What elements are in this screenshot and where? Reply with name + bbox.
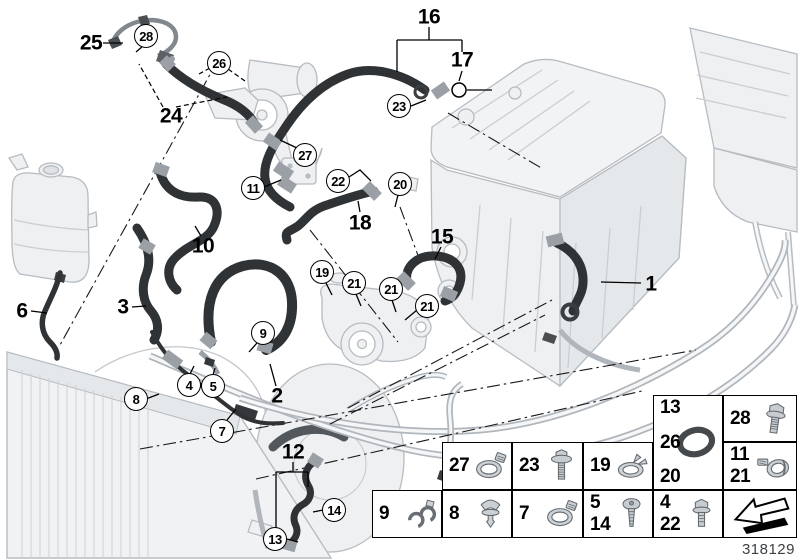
legend-part-number: 4 <box>660 492 671 513</box>
legend-part-number: 27 <box>449 455 470 477</box>
callout-11[interactable]: 11 <box>241 176 265 200</box>
legend-part-number: 5 <box>590 492 601 513</box>
legend-part-number: 8 <box>449 503 460 525</box>
callout-7[interactable]: 7 <box>210 419 234 443</box>
callout-4[interactable]: 4 <box>177 373 201 397</box>
catalog-number: 318129 <box>741 541 795 558</box>
hose-18 <box>281 186 379 245</box>
engine-block <box>401 58 687 388</box>
legend-part-number: 23 <box>519 455 540 477</box>
callout-10[interactable]: 10 <box>191 234 215 258</box>
callout-3[interactable]: 3 <box>117 295 129 319</box>
callout-25[interactable]: 25 <box>79 31 103 55</box>
radiator <box>6 346 405 559</box>
legend-part-numbers: 23 <box>519 445 540 487</box>
callout-8[interactable]: 8 <box>124 387 148 411</box>
legend-part-numbers: 13 26 20 <box>660 397 681 488</box>
callout-20[interactable]: 20 <box>388 172 412 196</box>
worm-clamp-angled-icon <box>757 447 794 485</box>
leader-lines <box>30 27 642 543</box>
callout-15[interactable]: 15 <box>430 225 454 249</box>
pan-screw-icon <box>613 495 650 533</box>
coolant-pump <box>320 272 432 366</box>
legend-part-number: 14 <box>590 514 611 536</box>
callout-2[interactable]: 2 <box>271 384 283 408</box>
flange-bolt-icon <box>757 400 794 438</box>
heater-module <box>689 27 798 309</box>
legend-part-numbers: 28 <box>730 398 751 439</box>
legend-part-numbers: 9 <box>379 493 390 535</box>
legend-part-number: 9 <box>379 503 390 525</box>
callout-13[interactable]: 13 <box>263 527 287 551</box>
screw-washer-icon <box>543 447 580 485</box>
hose-2 <box>203 259 298 355</box>
callout-27[interactable]: 27 <box>293 143 317 167</box>
worm-clamp-icon <box>543 495 580 533</box>
hose-10 <box>155 167 222 295</box>
legend-cell-28[interactable]: 28 <box>723 395 797 442</box>
legend-part-numbers: 19 <box>590 445 611 487</box>
legend-part-number: 22 <box>660 514 681 536</box>
callout-28[interactable]: 28 <box>134 24 158 48</box>
callout-5[interactable]: 5 <box>201 374 225 398</box>
direction-arrow-icon <box>730 494 792 534</box>
callout-9[interactable]: 9 <box>251 321 275 345</box>
hose-collars <box>138 55 565 553</box>
callout-6[interactable]: 6 <box>16 299 28 323</box>
legend-part-number: 7 <box>519 503 530 525</box>
legend-part-number: 21 <box>730 466 751 488</box>
callout-23[interactable]: 23 <box>387 94 411 118</box>
legend-cell-19[interactable]: 19 <box>583 442 653 490</box>
legend-part-numbers: 27 <box>449 445 470 487</box>
callout-12[interactable]: 12 <box>281 440 305 464</box>
callout-26[interactable]: 26 <box>207 51 231 75</box>
callout-17[interactable]: 17 <box>450 48 474 72</box>
legend-part-number: 26 <box>660 431 681 453</box>
legend-cell-13-26-20[interactable]: 13 26 20 <box>653 395 723 490</box>
hose-24 <box>161 59 261 131</box>
legend-cell-8[interactable]: 8 <box>442 490 512 538</box>
pipe-clip-icon <box>402 495 439 533</box>
legend-part-number: 13 <box>660 397 681 418</box>
hose-fittings <box>204 84 580 367</box>
hose-1 <box>552 238 588 316</box>
callout-24[interactable]: 24 <box>159 104 183 128</box>
expansion-tank <box>7 153 98 283</box>
legend-part-number: 20 <box>660 466 681 488</box>
callout-21[interactable]: 21 <box>379 277 403 301</box>
callout-18[interactable]: 18 <box>348 211 372 235</box>
callout-22[interactable]: 22 <box>326 169 350 193</box>
callout-21[interactable]: 21 <box>342 271 366 295</box>
callout-19[interactable]: 19 <box>310 260 334 284</box>
callout-21[interactable]: 21 <box>415 294 439 318</box>
callout-14[interactable]: 14 <box>322 498 346 522</box>
hose-6 <box>39 270 63 361</box>
legend-part-number: 28 <box>730 407 751 429</box>
legend-cell-direction-arrow[interactable] <box>723 490 797 538</box>
legend-cell-23[interactable]: 23 <box>512 442 583 490</box>
expanding-rivet-icon <box>472 495 509 533</box>
hose-12 <box>283 457 320 549</box>
callout-1[interactable]: 1 <box>645 272 657 296</box>
worm-clamp-icon <box>472 447 509 485</box>
legend-cell-27[interactable]: 27 <box>442 442 512 490</box>
legend-part-numbers: 8 <box>449 493 460 535</box>
legend-part-numbers: 7 <box>519 493 530 535</box>
legend-part-number: 19 <box>590 455 611 477</box>
dashed-leaders <box>138 63 246 108</box>
hex-bolt-icon <box>683 495 720 533</box>
spring-clamp-icon <box>613 447 650 485</box>
callout-16[interactable]: 16 <box>417 5 441 29</box>
legend-part-number: 11 <box>730 444 750 465</box>
legend-cell-7[interactable]: 7 <box>512 490 583 538</box>
legend-cell-9[interactable]: 9 <box>372 490 442 538</box>
